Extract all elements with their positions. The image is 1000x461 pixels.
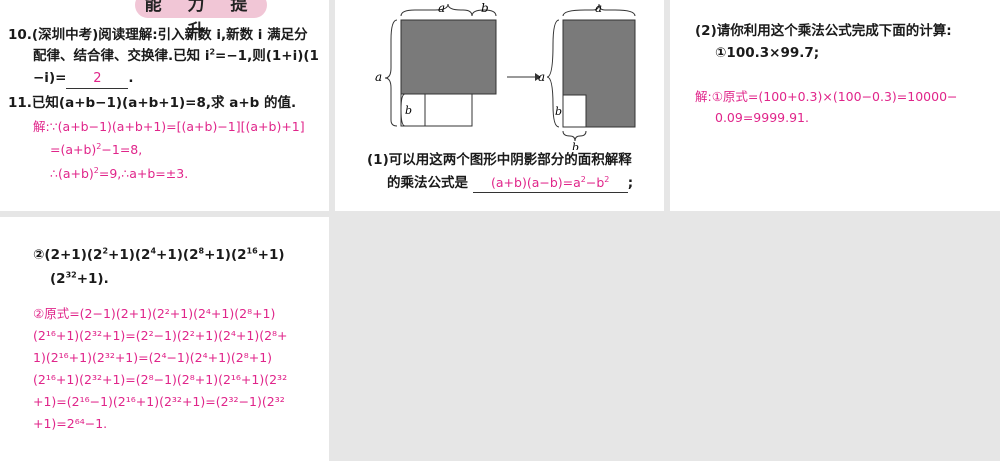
q10-line3: −i)=2.: [33, 69, 134, 89]
q12-part2-solution-line1: 解:①原式=(100+0.3)×(100−0.3)=10000−: [695, 89, 958, 104]
label-a-top-right: a: [595, 1, 602, 15]
q12-part2-solution-line2: 0.09=9999.91.: [715, 110, 809, 125]
label-a-top-left: a: [438, 1, 445, 15]
label-b-strip-left: b: [405, 104, 412, 117]
q12-part2b-solution-line6: +1)=2⁶⁴−1.: [33, 416, 108, 431]
label-a-side-left: a: [375, 70, 382, 84]
q11-solution-line1: 解:∵(a+b−1)(a+b+1)=[(a+b)−1][(a+b)+1]: [33, 119, 305, 134]
panel-q12-part2: (2)请你利用这个乘法公式完成下面的计算: ①100.3×99.7; 解:①原式…: [670, 0, 1000, 211]
q11-line1: 11.已知(a+b−1)(a+b+1)=8,求 a+b 的值.: [8, 95, 297, 111]
label-b-side-right: b: [555, 105, 562, 118]
empty-gray-area: [335, 217, 1000, 461]
q11-solution-line3: ∴(a+b)2=9,∴a+b=±3.: [50, 165, 189, 181]
q12-part2b-solution-line3: 1)(2¹⁶+1)(2³²+1)=(2⁴−1)(2⁴+1)(2⁸+1): [33, 350, 273, 365]
label-b-top-left: b: [481, 1, 489, 15]
panel-q12-figure: a b a b a a b b (1)可以用这两个图形中阴影部分的面积解释 的乘…: [335, 0, 664, 211]
label-a-side-right: a: [538, 70, 545, 84]
q10-line1: 10.(深圳中考)阅读理解:引入新数 i,新数 i 满足分: [8, 27, 308, 43]
q12-part2b-solution-line2: (2¹⁶+1)(2³²+1)=(2²−1)(2²+1)(2⁴+1)(2⁸+: [33, 328, 288, 343]
q12-part1-line1: (1)可以用这两个图形中阴影部分的面积解释: [367, 152, 632, 168]
q11-solution-line2: =(a+b)2−1=8,: [50, 141, 143, 157]
left-figure-white-strip: [400, 93, 473, 127]
q12-part1-line2: 的乘法公式是 (a+b)(a−b)=a2−b2 ;: [387, 174, 634, 193]
q12-part2-line2: ①100.3×99.7;: [715, 45, 820, 61]
q12-part2b-line1: ②(2+1)(22+1)(24+1)(28+1)(216+1): [33, 246, 285, 263]
section-banner: 能 力 提 升: [135, 0, 267, 41]
label-b-bottom-right: b: [572, 141, 579, 150]
right-figure-white-square: [562, 94, 587, 128]
panel-q10-q11: 能 力 提 升 10.(深圳中考)阅读理解:引入新数 i,新数 i 满足分 配律…: [0, 0, 329, 211]
q10-answer: 2: [93, 71, 102, 86]
panel-q12-part2-second: ②(2+1)(22+1)(24+1)(28+1)(216+1) (232+1).…: [0, 217, 329, 461]
left-figure-shaded: [400, 19, 497, 95]
q12-part2b-line2: (232+1).: [50, 270, 109, 287]
q12-part1-answer: (a+b)(a−b)=a2−b2: [491, 174, 610, 190]
q12-part2-line1: (2)请你利用这个乘法公式完成下面的计算:: [695, 23, 952, 39]
q12-part2b-solution-line4: (2¹⁶+1)(2³²+1)=(2⁸−1)(2⁸+1)(2¹⁶+1)(2³²: [33, 372, 288, 387]
q12-part2b-solution-line1: ②原式=(2−1)(2+1)(2²+1)(2⁴+1)(2⁸+1): [33, 306, 276, 321]
area-model-figure: a b a b a a b b: [375, 1, 636, 150]
q10-line2: 配律、结合律、交换律.已知 i2=−1,则(1+i)(1: [33, 47, 319, 64]
q12-part2b-solution-line5: +1)=(2¹⁶−1)(2¹⁶+1)(2³²+1)=(2³²−1)(2³²: [33, 394, 285, 409]
